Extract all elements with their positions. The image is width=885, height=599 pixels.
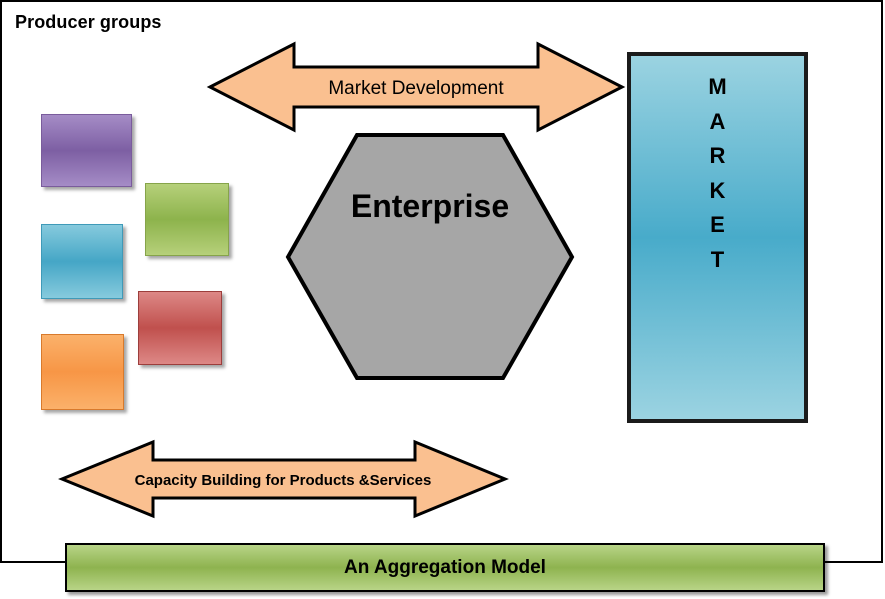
market-letter-t: T [710, 246, 725, 272]
enterprise-label: Enterprise [351, 188, 509, 224]
market-letter-e: E [710, 212, 725, 237]
producer-group-green [145, 183, 229, 256]
market-development-label: Market Development [328, 78, 504, 99]
market-letter-r: R [709, 143, 726, 168]
producer-group-red [138, 291, 222, 365]
enterprise-hexagon [285, 133, 575, 380]
market-development-arrow [206, 41, 626, 133]
aggregation-model-bar: An Aggregation Model [65, 543, 825, 592]
aggregation-model-label: An Aggregation Model [344, 556, 546, 578]
market-letter-k: K [709, 177, 726, 203]
capacity-building-arrow [58, 439, 509, 519]
producer-groups-title: Producer groups [15, 12, 162, 32]
market-letter-m: M [708, 74, 727, 99]
producer-group-blue [41, 224, 123, 299]
producer-group-orange [41, 334, 124, 410]
producer-group-purple [41, 114, 132, 187]
market-letter-a: A [709, 108, 726, 134]
market-label: M A R K E T [631, 70, 804, 277]
market-box: M A R K E T [627, 52, 808, 423]
capacity-building-label: Capacity Building for Products &Services [135, 472, 432, 489]
